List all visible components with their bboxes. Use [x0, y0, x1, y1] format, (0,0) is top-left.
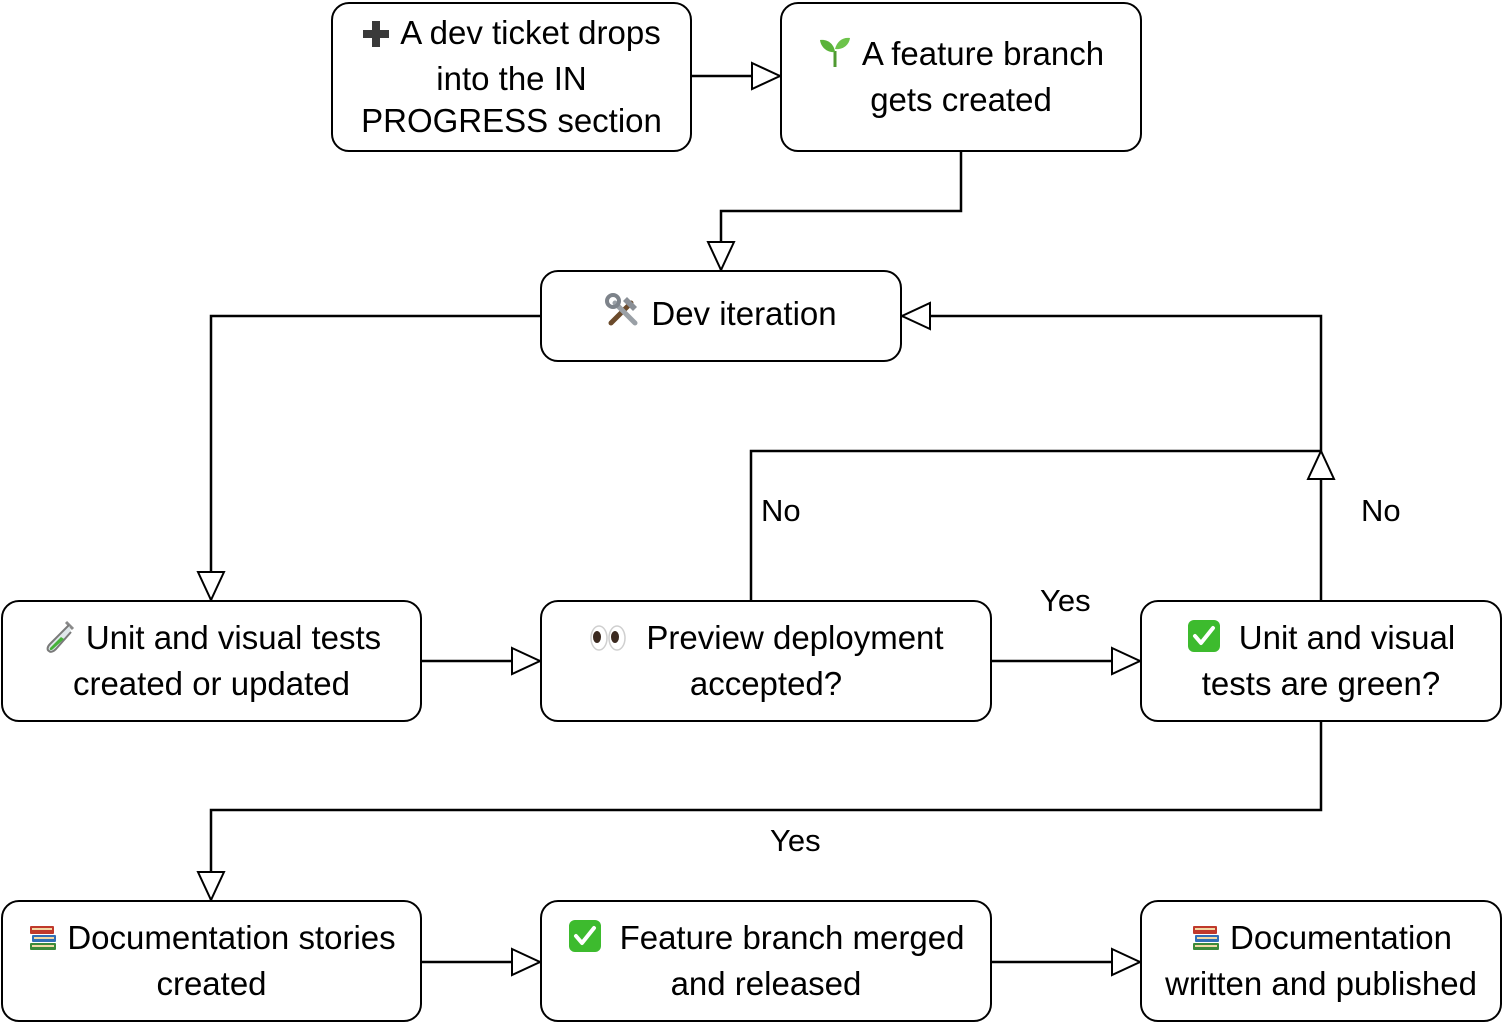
check-icon [1187, 619, 1221, 663]
tools-icon [605, 293, 641, 339]
node-branch: A feature branch gets created [780, 2, 1142, 152]
node-docs-published: Documentation written and published [1140, 900, 1502, 1022]
edge-dev-to-tests [196, 314, 540, 603]
node-docs-published-label: Documentation written and published [1165, 919, 1477, 1002]
node-tests-created-label: Unit and visual tests created or updated [72, 619, 382, 702]
edge-green-to-docs [196, 722, 1323, 903]
node-ticket: A dev ticket drops into the IN PROGRESS … [331, 2, 692, 152]
node-docs-stories: Documentation stories created [1, 900, 422, 1022]
edge-label-preview-yes: Yes [1040, 583, 1091, 618]
edge-loop-to-dev [899, 301, 1323, 451]
books-icon [1190, 921, 1222, 963]
edge-label-green-yes: Yes [770, 823, 821, 858]
node-docs-stories-label: Documentation stories created [67, 919, 396, 1002]
node-green-decision-label: Unit and visual tests are green? [1201, 619, 1456, 702]
edge-label-preview-no: No [761, 493, 801, 528]
node-merged-label: Feature branch merged and released [619, 919, 965, 1002]
check-icon [568, 919, 602, 963]
node-ticket-label: A dev ticket drops into the IN PROGRESS … [361, 14, 662, 139]
plus-icon [362, 16, 390, 58]
node-merged: Feature branch merged and released [540, 900, 992, 1022]
edge-preview-no [749, 449, 1321, 600]
node-green-decision: Unit and visual tests are green? [1140, 600, 1502, 722]
edge-label-green-no: No [1361, 493, 1401, 528]
books-icon [27, 921, 59, 963]
node-branch-label: A feature branch gets created [861, 35, 1105, 118]
node-preview-decision-label: Preview deployment accepted? [646, 619, 944, 702]
seedling-icon [818, 35, 852, 79]
node-dev-iteration-label: Dev iteration [651, 295, 837, 332]
eyes-icon [588, 621, 628, 663]
node-preview-decision: Preview deployment accepted? [540, 600, 992, 722]
node-tests-created: Unit and visual tests created or updated [1, 600, 422, 722]
node-dev-iteration: Dev iteration [540, 270, 902, 362]
test-tube-icon [42, 619, 76, 663]
edge-branch-to-dev [706, 152, 963, 273]
